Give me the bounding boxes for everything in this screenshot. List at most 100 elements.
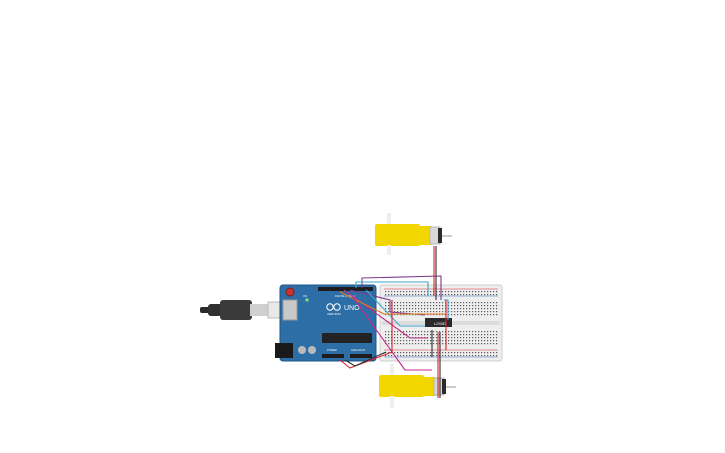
breadboard-hole[interactable]: [484, 311, 486, 313]
breadboard-hole[interactable]: [490, 291, 492, 293]
breadboard-hole[interactable]: [469, 331, 471, 333]
breadboard-hole[interactable]: [496, 291, 498, 293]
breadboard-hole[interactable]: [394, 314, 396, 316]
breadboard-hole[interactable]: [436, 331, 438, 333]
breadboard-hole[interactable]: [451, 308, 453, 310]
breadboard-hole[interactable]: [454, 294, 456, 296]
breadboard-hole[interactable]: [403, 302, 405, 304]
breadboard-hole[interactable]: [451, 334, 453, 336]
breadboard-hole[interactable]: [481, 314, 483, 316]
breadboard-hole[interactable]: [439, 331, 441, 333]
breadboard-hole[interactable]: [433, 343, 435, 345]
breadboard-hole[interactable]: [442, 343, 444, 345]
breadboard-hole[interactable]: [385, 337, 387, 339]
breadboard-hole[interactable]: [481, 352, 483, 354]
breadboard-hole[interactable]: [406, 334, 408, 336]
breadboard-hole[interactable]: [445, 355, 447, 357]
breadboard-hole[interactable]: [475, 305, 477, 307]
breadboard-hole[interactable]: [442, 311, 444, 313]
breadboard-hole[interactable]: [457, 305, 459, 307]
breadboard-hole[interactable]: [496, 294, 498, 296]
breadboard-hole[interactable]: [475, 314, 477, 316]
breadboard-hole[interactable]: [490, 355, 492, 357]
breadboard-hole[interactable]: [460, 340, 462, 342]
breadboard-hole[interactable]: [472, 314, 474, 316]
breadboard-hole[interactable]: [397, 294, 399, 296]
breadboard-hole[interactable]: [436, 314, 438, 316]
breadboard-hole[interactable]: [448, 340, 450, 342]
breadboard-hole[interactable]: [391, 355, 393, 357]
breadboard-hole[interactable]: [385, 291, 387, 293]
breadboard-hole[interactable]: [469, 291, 471, 293]
breadboard-hole[interactable]: [478, 314, 480, 316]
breadboard-hole[interactable]: [484, 308, 486, 310]
breadboard-hole[interactable]: [394, 305, 396, 307]
breadboard-hole[interactable]: [418, 308, 420, 310]
breadboard-hole[interactable]: [454, 337, 456, 339]
breadboard-hole[interactable]: [490, 343, 492, 345]
breadboard-hole[interactable]: [472, 305, 474, 307]
breadboard-hole[interactable]: [475, 352, 477, 354]
breadboard-hole[interactable]: [451, 291, 453, 293]
breadboard-hole[interactable]: [487, 308, 489, 310]
breadboard-hole[interactable]: [394, 308, 396, 310]
breadboard-hole[interactable]: [481, 305, 483, 307]
breadboard-hole[interactable]: [397, 308, 399, 310]
breadboard-hole[interactable]: [472, 291, 474, 293]
breadboard-hole[interactable]: [388, 343, 390, 345]
breadboard-hole[interactable]: [451, 305, 453, 307]
breadboard-hole[interactable]: [457, 302, 459, 304]
breadboard-hole[interactable]: [496, 355, 498, 357]
breadboard-hole[interactable]: [433, 311, 435, 313]
breadboard-hole[interactable]: [484, 355, 486, 357]
breadboard-hole[interactable]: [415, 355, 417, 357]
breadboard-hole[interactable]: [472, 340, 474, 342]
breadboard-hole[interactable]: [424, 311, 426, 313]
breadboard-hole[interactable]: [457, 291, 459, 293]
breadboard-hole[interactable]: [427, 340, 429, 342]
breadboard-hole[interactable]: [409, 334, 411, 336]
breadboard-hole[interactable]: [430, 340, 432, 342]
breadboard-hole[interactable]: [385, 305, 387, 307]
breadboard-hole[interactable]: [496, 352, 498, 354]
reset-button[interactable]: [285, 287, 295, 297]
breadboard-hole[interactable]: [394, 302, 396, 304]
breadboard-hole[interactable]: [463, 337, 465, 339]
breadboard-hole[interactable]: [493, 331, 495, 333]
breadboard-hole[interactable]: [472, 294, 474, 296]
breadboard-hole[interactable]: [481, 340, 483, 342]
breadboard-hole[interactable]: [463, 314, 465, 316]
breadboard-hole[interactable]: [409, 340, 411, 342]
breadboard-hole[interactable]: [472, 311, 474, 313]
breadboard-hole[interactable]: [448, 294, 450, 296]
breadboard-hole[interactable]: [484, 352, 486, 354]
breadboard-hole[interactable]: [490, 331, 492, 333]
breadboard-hole[interactable]: [436, 343, 438, 345]
breadboard-hole[interactable]: [430, 352, 432, 354]
breadboard-hole[interactable]: [406, 294, 408, 296]
breadboard-hole[interactable]: [448, 305, 450, 307]
breadboard-hole[interactable]: [400, 305, 402, 307]
breadboard-hole[interactable]: [487, 331, 489, 333]
breadboard-hole[interactable]: [469, 355, 471, 357]
breadboard-hole[interactable]: [403, 294, 405, 296]
breadboard-hole[interactable]: [478, 311, 480, 313]
breadboard-hole[interactable]: [448, 314, 450, 316]
breadboard-hole[interactable]: [460, 314, 462, 316]
breadboard-hole[interactable]: [448, 334, 450, 336]
breadboard-hole[interactable]: [388, 331, 390, 333]
breadboard-hole[interactable]: [427, 311, 429, 313]
breadboard-hole[interactable]: [385, 311, 387, 313]
breadboard-hole[interactable]: [493, 314, 495, 316]
breadboard-hole[interactable]: [415, 302, 417, 304]
breadboard-hole[interactable]: [457, 352, 459, 354]
breadboard-hole[interactable]: [403, 314, 405, 316]
breadboard-hole[interactable]: [421, 294, 423, 296]
breadboard-hole[interactable]: [415, 340, 417, 342]
breadboard-hole[interactable]: [397, 340, 399, 342]
breadboard-hole[interactable]: [433, 305, 435, 307]
breadboard-hole[interactable]: [448, 355, 450, 357]
breadboard-hole[interactable]: [466, 291, 468, 293]
breadboard-hole[interactable]: [439, 308, 441, 310]
breadboard-hole[interactable]: [472, 308, 474, 310]
